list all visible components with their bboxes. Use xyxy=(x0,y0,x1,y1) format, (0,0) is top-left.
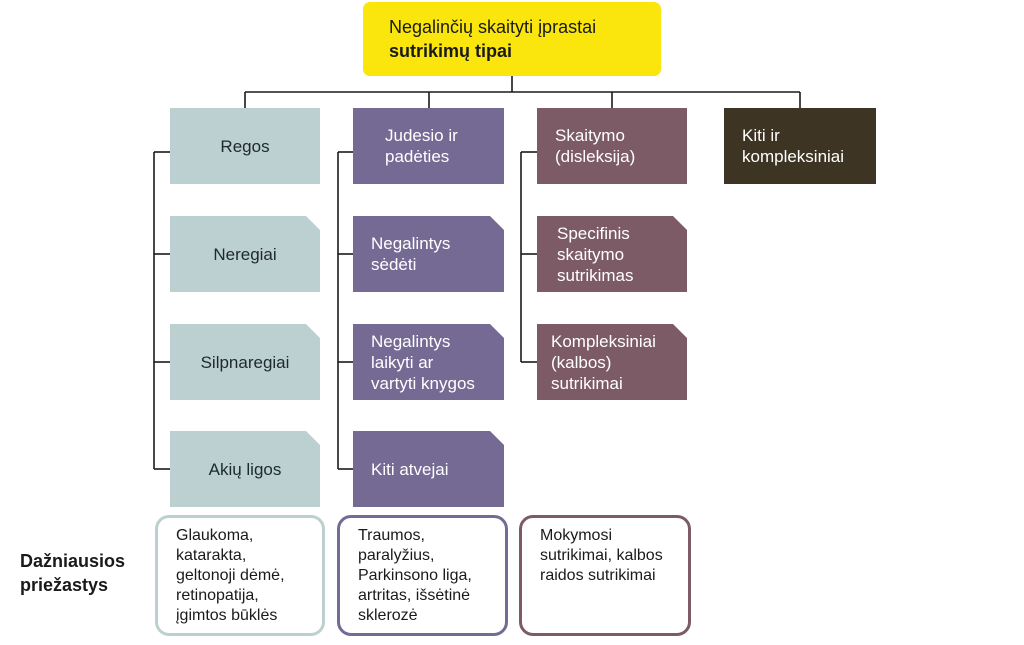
vision-item-blind: Neregiai xyxy=(170,216,320,292)
reading-item-label: sutrikimai xyxy=(551,373,623,393)
category-motion-label-1: Judesio ir xyxy=(385,126,458,145)
category-vision-label: Regos xyxy=(220,136,270,156)
category-reading-label-1: Skaitymo xyxy=(555,126,625,145)
vision-item-label: Neregiai xyxy=(213,244,277,264)
causes-vision: Glaukoma, katarakta, geltonoji dėmė, ret… xyxy=(155,515,325,636)
causes-reading: Mokymosi sutrikimai, kalbos raidos sutri… xyxy=(519,515,691,636)
reading-item-complex: Kompleksiniai (kalbos) sutrikimai xyxy=(537,324,687,400)
chart-title-box: Negalinčių skaityti įprastai sutrikimų t… xyxy=(363,2,661,76)
reading-item-label: skaitymo xyxy=(557,244,625,264)
category-other: Kiti ir kompleksiniai xyxy=(724,108,876,184)
title-line-1: Negalinčių skaityti įprastai xyxy=(389,17,597,37)
motion-item-label: Negalintys xyxy=(371,234,451,253)
motion-item-cannot-hold-book: Negalintys laikyti ar vartyti knygos xyxy=(353,324,504,400)
category-other-label-1: Kiti ir xyxy=(742,126,780,145)
motion-item-label: sėdėti xyxy=(371,255,417,274)
motion-item-label: laikyti ar xyxy=(371,352,434,372)
motion-item-label: Negalintys xyxy=(371,331,451,351)
motion-item-cannot-sit: Negalintys sėdėti xyxy=(353,216,504,292)
common-causes-label-line-2: priežastys xyxy=(20,575,109,595)
reading-item-specific: Specifinis skaitymo sutrikimas xyxy=(537,216,687,292)
common-causes-label-line-1: Dažniausios xyxy=(20,551,126,571)
motion-item-other-cases: Kiti atvejai xyxy=(353,431,504,507)
motion-item-label: Kiti atvejai xyxy=(371,459,449,479)
category-reading: Skaitymo (disleksija) xyxy=(537,108,687,184)
vision-item-eye-diseases: Akių ligos xyxy=(170,431,320,507)
vision-item-label: Akių ligos xyxy=(208,459,282,479)
reading-item-label: Kompleksiniai xyxy=(551,331,656,351)
causes-motion: Traumos, paralyžius, Parkinsono liga, ar… xyxy=(337,515,508,636)
common-causes-label: Dažniausios priežastys xyxy=(20,549,160,597)
reading-item-label: (kalbos) xyxy=(551,352,612,372)
category-motion: Judesio ir padėties xyxy=(353,108,504,184)
vision-item-low-vision: Silpnaregiai xyxy=(170,324,320,400)
motion-item-label: vartyti knygos xyxy=(371,373,475,393)
vision-item-label: Silpnaregiai xyxy=(200,352,290,372)
category-motion-label-2: padėties xyxy=(385,147,450,166)
category-reading-label-2: (disleksija) xyxy=(555,147,636,166)
category-vision: Regos xyxy=(170,108,320,184)
reading-item-label: Specifinis xyxy=(557,223,630,243)
title-line-2: sutrikimų tipai xyxy=(389,41,513,61)
category-other-label-2: kompleksiniai xyxy=(742,147,845,166)
reading-item-label: sutrikimas xyxy=(557,265,634,285)
